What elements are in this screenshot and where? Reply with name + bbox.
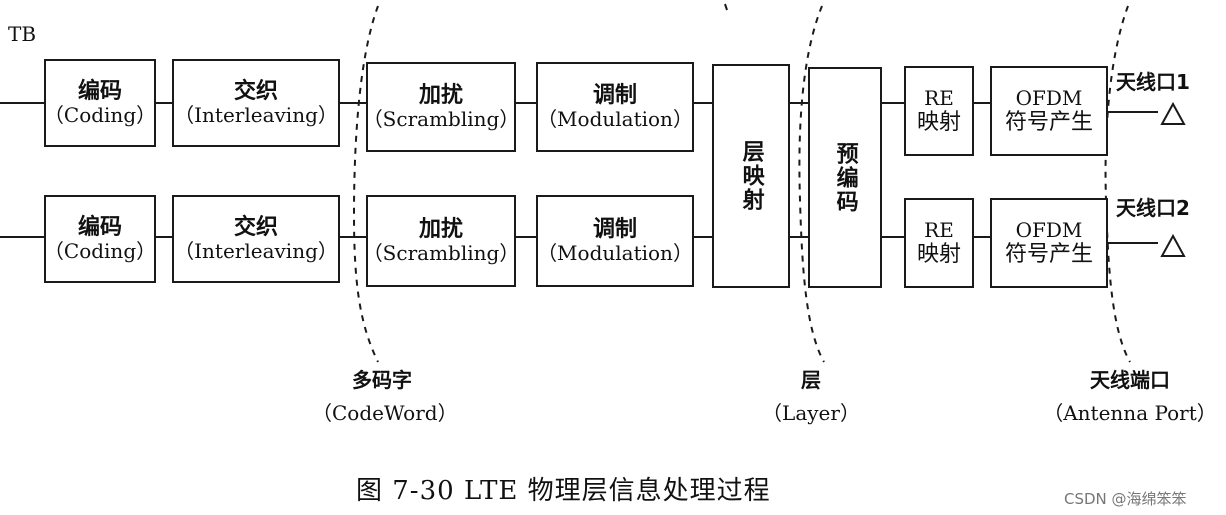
figure-caption: 图 7-30 LTE 物理层信息处理过程 (356, 476, 771, 506)
antenna-2-label: 天线口2 (1116, 196, 1190, 220)
row1-interleaving-box: 交织 （Interleaving） (172, 59, 340, 147)
row1-coding-box: 编码 （Coding） (44, 59, 156, 147)
codeword-zone-zh: 多码字 (352, 368, 412, 392)
row1-ofdm-box: OFDM 符号产生 (990, 66, 1108, 156)
watermark: CSDN @海绵笨笨 (1064, 490, 1187, 508)
stray-mark (724, 3, 728, 11)
row1-re-mapping-label: 映射 (916, 109, 961, 135)
antenna-2-icon (1160, 233, 1186, 257)
row1-re-mapping-box: RE 映射 (904, 66, 974, 156)
codeword-zone-en: （CodeWord） (312, 401, 458, 425)
row1-modulation-zh: 调制 (592, 82, 637, 108)
layer-mapping-label: 层映射 (738, 140, 764, 212)
row1-coding-en: （Coding） (43, 103, 157, 128)
row2-interleaving-box: 交织 （Interleaving） (172, 195, 340, 283)
layer-zone-en: （Layer） (762, 401, 860, 425)
row2-modulation-box: 调制 （Modulation） (536, 195, 694, 287)
codeword-zone-label: 多码字 （CodeWord） (312, 364, 458, 426)
row2-modulation-en: （Modulation） (537, 241, 693, 266)
codeword-boundary (352, 5, 379, 363)
antenna-1-label: 天线口1 (1116, 70, 1190, 94)
row2-ofdm-gen-label: 符号产生 (1004, 241, 1093, 267)
row2-interleaving-zh: 交织 (233, 214, 278, 240)
row2-scrambling-zh: 加扰 (418, 216, 463, 242)
layer-mapping-box: 层映射 (712, 64, 790, 288)
row2-re-label: RE (924, 217, 954, 242)
precoding-label: 预编码 (832, 141, 858, 214)
row1-scrambling-en: （Scrambling） (362, 107, 520, 132)
row2-coding-zh: 编码 (77, 214, 122, 240)
row2-scrambling-box: 加扰 （Scrambling） (363, 195, 519, 287)
tb-label: TB (8, 22, 37, 46)
layer-zone-zh: 层 (801, 368, 821, 392)
row2-modulation-zh: 调制 (592, 216, 637, 242)
row2-coding-box: 编码 （Coding） (44, 195, 156, 283)
row1-modulation-box: 调制 （Modulation） (536, 62, 694, 152)
row1-interleaving-zh: 交织 (233, 78, 278, 104)
row1-scrambling-box: 加扰 （Scrambling） (363, 62, 519, 152)
row1-scrambling-zh: 加扰 (418, 82, 463, 108)
row2-scrambling-en: （Scrambling） (362, 241, 520, 266)
antenna-port-boundary (1104, 5, 1131, 363)
row2-re-mapping-box: RE 映射 (904, 198, 974, 288)
row2-ofdm-label: OFDM (1015, 217, 1083, 242)
layer-zone-label: 层 （Layer） (756, 364, 866, 426)
row1-ofdm-gen-label: 符号产生 (1004, 109, 1093, 135)
row1-ofdm-label: OFDM (1015, 85, 1083, 110)
row2-re-mapping-label: 映射 (916, 241, 961, 267)
layer-boundary (798, 5, 825, 363)
antenna-port-zone-label: 天线端口 （Antenna Port） (1040, 364, 1220, 426)
row1-re-label: RE (924, 85, 954, 110)
row1-modulation-en: （Modulation） (537, 107, 693, 132)
row2-coding-en: （Coding） (43, 239, 157, 264)
precoding-box: 预编码 (808, 67, 882, 288)
antenna-port-zone-en: （Antenna Port） (1043, 401, 1217, 425)
row2-interleaving-en: （Interleaving） (174, 239, 338, 264)
antenna-1-icon (1160, 101, 1186, 125)
antenna-port-zone-zh: 天线端口 (1090, 368, 1170, 392)
row1-coding-zh: 编码 (77, 78, 122, 104)
row2-ofdm-box: OFDM 符号产生 (990, 198, 1108, 288)
row1-interleaving-en: （Interleaving） (174, 103, 338, 128)
